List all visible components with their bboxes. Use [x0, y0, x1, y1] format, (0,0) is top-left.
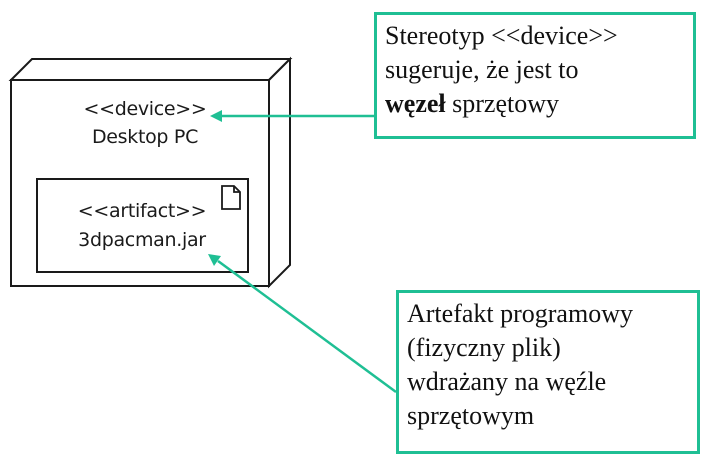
- device-node-side-face: [268, 56, 291, 289]
- artifact-note: Artefakt programowy (fizyczny plik) wdra…: [396, 290, 700, 454]
- stereotype-note: Stereotyp <<device>> sugeruje, że jest t…: [374, 12, 696, 139]
- artifact-note-line-2: (fizyczny plik): [407, 333, 561, 362]
- stereotype-note-line-3: węzeł sprzętowy: [385, 87, 685, 121]
- device-stereotype: <<device>>: [83, 98, 206, 120]
- stereotype-note-line-1: Stereotyp <<device>>: [385, 21, 618, 50]
- artifact-name: 3dpacman.jar: [78, 229, 206, 251]
- stereotype-note-line-2: sugeruje, że jest to: [385, 55, 579, 84]
- device-name: Desktop PC: [92, 126, 198, 148]
- document-icon: [221, 185, 241, 210]
- stereotype-note-line-3-rest: sprzętowy: [445, 89, 559, 118]
- artifact-note-line-4: sprzętowym: [407, 401, 535, 430]
- device-node-top-face: [8, 58, 293, 81]
- arrow-to-device-stereotype: [210, 110, 374, 122]
- artifact-note-line-3: wdrażany na węźle: [407, 367, 607, 396]
- artifact-note-line-1: Artefakt programowy: [407, 299, 633, 328]
- stereotype-note-bold-word: węzeł: [385, 89, 446, 118]
- artifact-stereotype: <<artifact>>: [78, 200, 207, 222]
- arrow-to-artifact-name: [208, 254, 397, 394]
